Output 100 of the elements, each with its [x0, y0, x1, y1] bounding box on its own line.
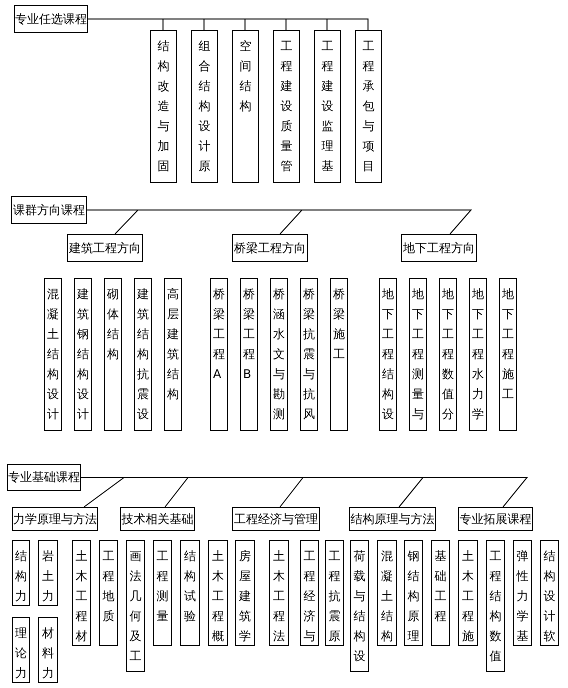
course-box	[513, 540, 532, 646]
course-box	[12, 540, 30, 606]
course-name: 专业拓展课程	[460, 510, 532, 528]
course-box	[469, 278, 487, 431]
course-name: 混凝土结构	[381, 548, 393, 645]
course-name: 理论力	[15, 625, 27, 682]
course-box	[540, 540, 559, 646]
course-name: 地下工程测量与	[412, 286, 424, 423]
course-name: 结构试验	[184, 548, 196, 625]
course-name: 工程地质	[102, 548, 114, 625]
course-box	[314, 30, 341, 183]
course-box	[235, 540, 255, 646]
course-box	[300, 278, 318, 431]
course-box	[99, 540, 118, 646]
course-box	[180, 540, 200, 646]
category-box	[349, 507, 436, 531]
course-box	[126, 540, 145, 672]
course-name: 工程测量	[156, 548, 168, 625]
course-box	[210, 278, 228, 431]
course-name: 土木工程材	[76, 548, 88, 645]
category-box	[12, 507, 98, 531]
course-box	[439, 278, 457, 431]
course-name: 钢结构原理	[408, 548, 420, 645]
course-box	[269, 540, 289, 646]
course-name: 结构力	[15, 548, 27, 605]
course-box	[379, 278, 397, 431]
course-name: 空间结构	[240, 38, 252, 115]
course-name: 桥梁工程方向	[234, 240, 306, 256]
course-name: 工程抗震原	[328, 548, 340, 645]
course-name: 桥涵水文与勘测	[273, 286, 285, 423]
category-box	[11, 196, 87, 224]
course-name: 地下工程数值分	[442, 286, 454, 423]
course-box	[409, 278, 427, 431]
course-box	[191, 30, 218, 183]
course-box	[208, 540, 228, 646]
course-box	[104, 278, 122, 431]
course-box	[458, 540, 478, 646]
course-box	[377, 540, 397, 646]
course-name: 组合结构设计原	[198, 38, 210, 175]
category-box	[232, 507, 320, 531]
category-box	[458, 507, 533, 531]
course-box	[38, 617, 58, 683]
course-name: 结构原理与方法	[350, 510, 434, 528]
course-name: 力学原理与方法	[13, 510, 97, 528]
course-name: 混凝土结构设计	[47, 286, 59, 423]
course-name: 砌体结构	[107, 286, 119, 363]
course-name: 结构设计软	[544, 548, 556, 645]
course-name: 建筑结构抗震设	[137, 286, 149, 423]
course-name: 弹性力学基	[516, 548, 528, 645]
category-box	[7, 464, 81, 491]
course-name: 材料力	[42, 625, 54, 682]
course-box	[38, 540, 58, 606]
course-name: 土木工程概	[212, 548, 224, 645]
course-name: 地下工程结构设	[382, 286, 394, 423]
course-box	[270, 278, 288, 431]
course-box	[499, 278, 517, 431]
course-box	[404, 540, 423, 646]
course-name: 建筑钢结构设计	[77, 286, 89, 423]
course-box	[330, 278, 348, 431]
course-box	[486, 540, 505, 672]
course-name: 房屋建筑学	[239, 548, 251, 645]
course-box	[273, 30, 300, 183]
course-name: 地下工程水力学	[472, 286, 484, 423]
course-name: 桥梁抗震与抗风	[303, 286, 315, 423]
course-name: 基础工程	[434, 548, 446, 625]
course-name: 课群方向课程	[13, 202, 85, 218]
course-name: 地下工程施工	[502, 286, 514, 403]
category-box	[232, 234, 308, 262]
course-box	[240, 278, 258, 431]
course-name: 桥梁施工	[333, 286, 345, 363]
course-box	[72, 540, 91, 646]
course-box	[44, 278, 62, 431]
course-name: 工程建设质量管	[280, 38, 292, 175]
course-box	[355, 30, 382, 183]
course-name: 技术相关基础	[122, 510, 194, 528]
course-name: 专业任选课程	[15, 10, 87, 28]
course-name: 岩土力	[42, 548, 54, 605]
category-box	[67, 234, 143, 262]
course-box	[74, 278, 92, 431]
course-name: 土木工程法	[273, 548, 285, 645]
course-box	[232, 30, 259, 183]
course-name: 画法几何及工	[130, 548, 142, 665]
category-box	[120, 507, 195, 531]
course-name: 工程经济与管理	[234, 510, 318, 528]
course-box	[134, 278, 152, 431]
course-box	[300, 540, 319, 646]
course-name: 荷载与结构设	[354, 548, 366, 665]
course-box	[325, 540, 344, 646]
course-box	[153, 540, 172, 646]
course-name: 工程承包与项目	[362, 38, 374, 175]
course-name: 建筑工程方向	[69, 240, 141, 256]
course-box	[350, 540, 369, 672]
course-name: 高层建筑结构	[167, 286, 179, 403]
course-name: 工程结构数值	[490, 548, 502, 665]
course-name: 专业基础课程	[8, 469, 80, 486]
category-box	[401, 234, 477, 262]
course-box	[150, 30, 177, 183]
category-box	[14, 5, 88, 33]
course-box	[431, 540, 450, 646]
course-name: 工程建设监理基	[322, 38, 334, 175]
